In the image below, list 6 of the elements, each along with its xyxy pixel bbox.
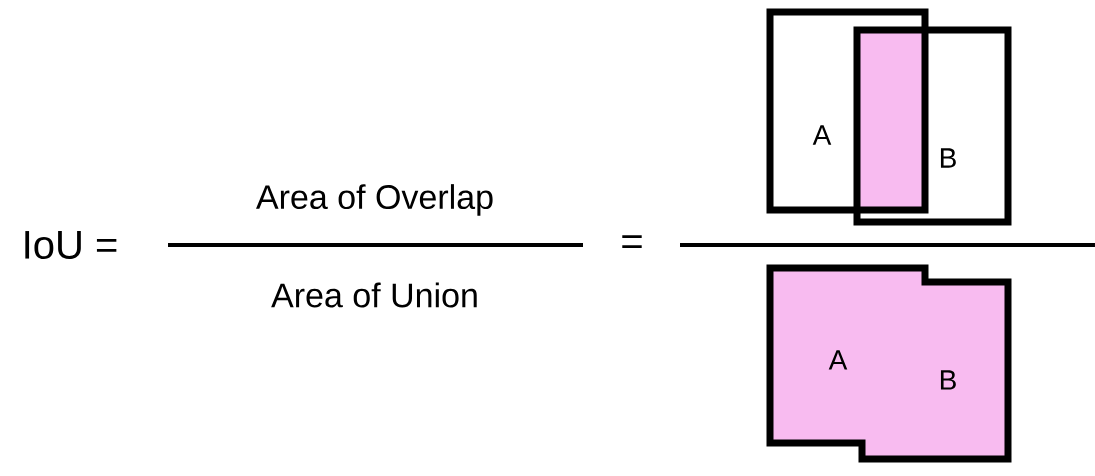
- label-text: Area of Union: [271, 282, 477, 308]
- rectangle: A: [766, 8, 929, 214]
- label-text: =: [622, 235, 642, 249]
- label-text: IoU =: [25, 231, 117, 259]
- rectangle: B: [853, 26, 1012, 226]
- label-text: Area of Overlap: [256, 184, 493, 216]
